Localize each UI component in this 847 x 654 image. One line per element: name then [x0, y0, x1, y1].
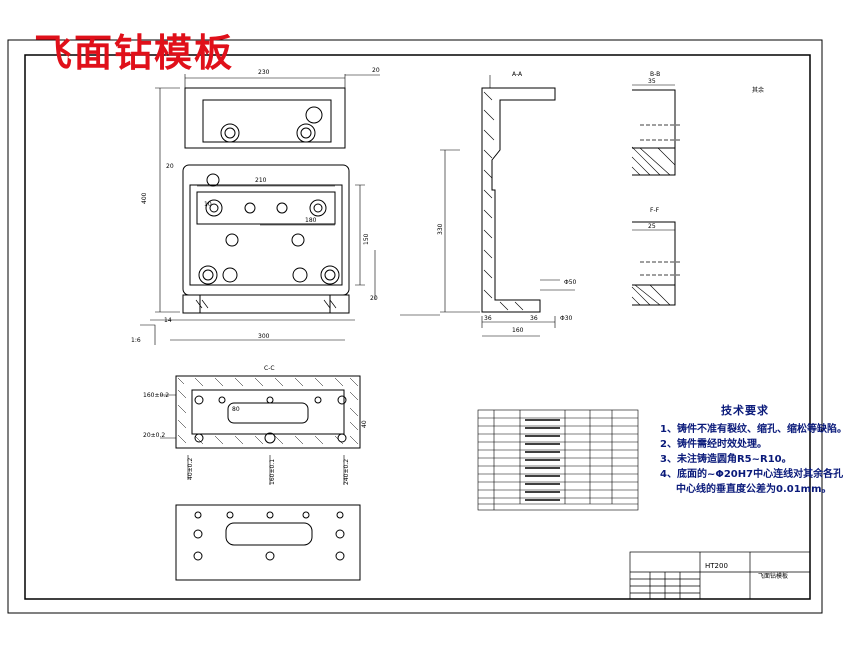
dim-400: 400 [141, 192, 148, 204]
requirement-4: 4、底面的~Φ20H7中心连线对其余各孔 [660, 469, 844, 480]
bottom-plan [175, 504, 361, 581]
outer-border [7, 39, 823, 614]
drawing-title: 飞面钻模板 [34, 31, 235, 75]
dim-210: 210 [255, 177, 267, 184]
dim-left-20: 20 [166, 163, 174, 170]
title-block-part: 飞面钻模板 [758, 572, 788, 580]
technical-requirements: 技术要求 1、铸件不准有裂纹、缩孔、缩松等缺陷。 2、铸件需经时效处理。 3、未… [660, 402, 847, 497]
dim-left-14: 14 [164, 317, 172, 324]
title-block [629, 551, 811, 600]
dim-phi30: Φ30 [560, 315, 573, 322]
dim-230: 230 [258, 69, 270, 76]
title-block-material: HT200 [705, 562, 728, 570]
requirement-4-continued: 中心线的垂直度公差为0.01mm。 [676, 484, 832, 495]
requirements-heading: 技术要求 [721, 404, 769, 417]
requirement-1: 1、铸件不准有裂纹、缩孔、缩松等缺陷。 [660, 424, 847, 435]
dim-plan-160: 160±0.2 [143, 392, 169, 399]
dim-20-right: 20 [372, 67, 380, 74]
dim-bottom-36: 36 [530, 315, 538, 322]
requirement-3: 3、未注铸造圆角R5~R10。 [660, 454, 792, 465]
requirement-2: 2、铸件需经时效处理。 [660, 439, 767, 450]
dim-330: 330 [437, 223, 444, 235]
label-cc: C-C [264, 365, 275, 372]
label-aa: A-A [512, 71, 523, 78]
dim-35: 35 [648, 78, 656, 85]
detail-bb [631, 84, 680, 176]
scale-box: 1:6 [131, 337, 141, 344]
label-ff: F-F [650, 207, 660, 214]
dim-10: 10 [204, 201, 212, 208]
roughness-note: 其余 [752, 86, 764, 94]
dim-plan-20: 20±0.2 [143, 432, 165, 439]
section-cc [160, 375, 361, 485]
dim-plan-v1: 40±0.2 [187, 458, 194, 480]
dim-bottom-20: 20 [370, 295, 378, 302]
label-bb: B-B [650, 71, 660, 78]
dim-plan-v2: 160±0.1 [269, 459, 276, 485]
dim-25: 25 [648, 223, 656, 230]
dim-80: 80 [232, 406, 240, 413]
dim-36: 36 [484, 315, 492, 322]
dim-40: 40 [361, 420, 368, 428]
drawing-labels: 230 20 400 210 180 10 150 330 160 36 35 … [131, 67, 788, 580]
dim-300: 300 [258, 333, 270, 340]
front-dimensions [140, 74, 440, 345]
drawing-sheet: 230 20 400 210 180 10 150 330 160 36 35 … [7, 39, 823, 614]
dim-150: 150 [363, 233, 370, 245]
detail-ff [631, 221, 680, 306]
dim-phi50: Φ50 [564, 279, 577, 286]
inner-border [24, 54, 811, 600]
front-view [182, 87, 350, 314]
dim-160: 160 [512, 327, 524, 334]
dim-plan-v3: 240±0.2 [343, 459, 350, 485]
dim-180: 180 [305, 217, 317, 224]
section-aa [440, 75, 575, 337]
parts-list [477, 409, 639, 511]
